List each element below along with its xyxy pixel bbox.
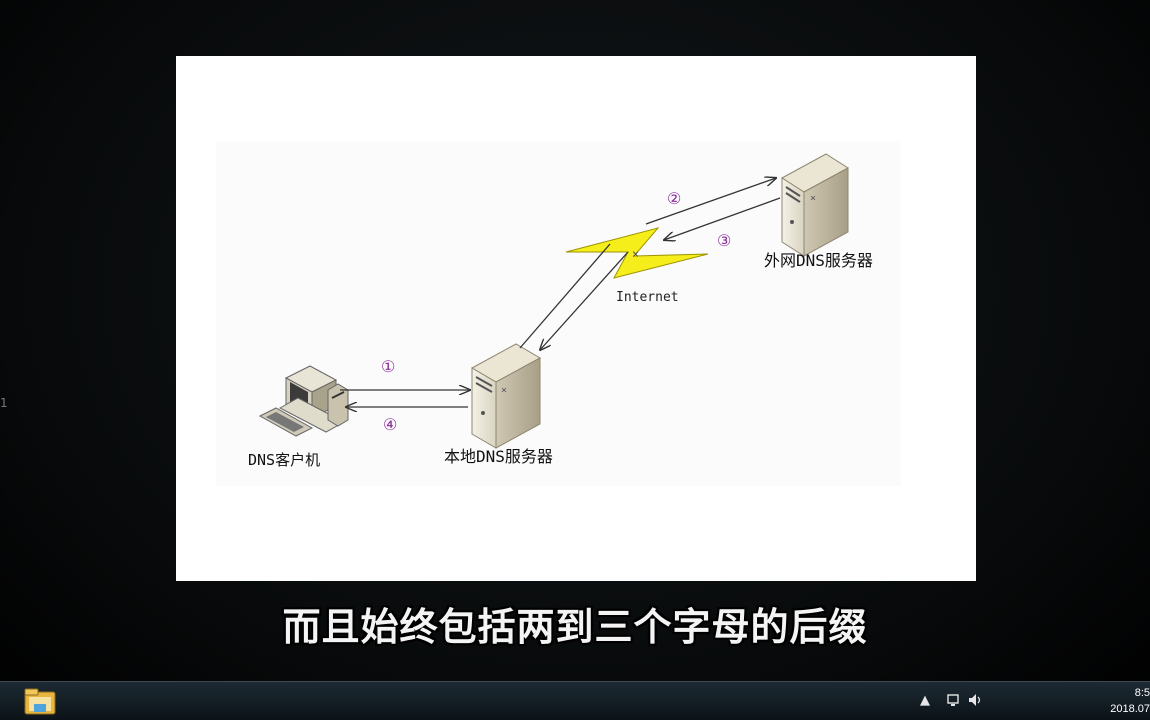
left-edge-fragment: 1 [0, 396, 8, 410]
step-label-4: ④ [383, 415, 397, 434]
network-icon[interactable] [946, 693, 962, 711]
arrow-internet-to-local [540, 251, 629, 350]
dns-client-computer-icon [258, 365, 349, 437]
video-subtitle: 而且始终包括两到三个字母的后缀 [282, 605, 868, 649]
slide-image: × × × [176, 56, 976, 581]
internet-label: Internet [616, 290, 679, 305]
arrow-local-to-internet [519, 243, 611, 349]
system-tray: ▲ 8:5 2018.07 [920, 682, 1150, 720]
external-dns-server-icon: × [781, 153, 849, 257]
dns-client-label: DNS客户机 [248, 451, 320, 469]
step-label-2: ② [667, 189, 681, 208]
dns-diagram: × × × [216, 141, 901, 486]
svg-text:×: × [810, 193, 816, 204]
clock[interactable]: 8:5 2018.07 [1110, 685, 1150, 717]
svg-text:×: × [501, 385, 507, 396]
svg-text:×: × [632, 247, 639, 261]
step-label-1: ① [381, 357, 395, 376]
arrow-step-3 [664, 197, 781, 240]
external-dns-server-label: 外网DNS服务器 [764, 251, 873, 270]
show-hidden-icons-icon[interactable]: ▲ [920, 693, 930, 708]
taskbar: ▲ 8:5 2018.07 [0, 681, 1150, 720]
volume-icon[interactable] [968, 693, 984, 711]
clock-date: 2018.07 [1110, 703, 1150, 715]
arrows [340, 178, 781, 407]
clock-time: 8:5 [1134, 687, 1150, 699]
local-dns-server-label: 本地DNS服务器 [444, 447, 553, 466]
arrow-step-2 [645, 178, 776, 225]
local-dns-server-icon: × [470, 343, 542, 449]
step-label-3: ③ [717, 231, 731, 250]
file-explorer-icon[interactable] [22, 686, 58, 716]
